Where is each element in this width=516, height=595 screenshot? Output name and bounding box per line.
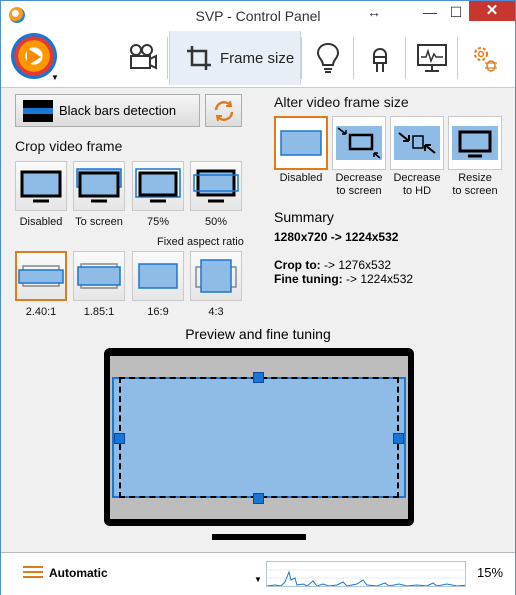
aspect-ratio-icon — [195, 259, 237, 293]
tab-frame-size[interactable]: Frame size — [169, 31, 301, 85]
ratio-4-3[interactable] — [190, 251, 242, 301]
ratio-label: 2.40:1 — [25, 306, 57, 318]
chevron-down-icon[interactable]: ▼ — [51, 73, 59, 82]
ratio-16-9[interactable] — [132, 251, 184, 301]
close-button[interactable]: ✕ — [469, 1, 515, 21]
alter-decrease-to-screen[interactable] — [332, 116, 386, 170]
refresh-button[interactable] — [205, 94, 242, 127]
fine-tuning-value: -> 1224x532 — [346, 272, 414, 286]
crop-mode-label: To screen — [75, 216, 123, 228]
refresh-icon — [214, 100, 233, 121]
cpu-percent: 15% — [477, 565, 504, 580]
summary-heading: Summary — [274, 209, 334, 225]
aspect-ratio-icon — [18, 265, 64, 287]
monitor-graph-icon[interactable] — [407, 31, 457, 85]
crop-to-value: -> 1276x532 — [324, 258, 392, 272]
ratio-label: 4:3 — [208, 306, 224, 318]
top-handle[interactable] — [253, 372, 264, 383]
left-handle[interactable] — [114, 433, 125, 444]
frame-icon — [280, 130, 322, 156]
status-bar: Automatic ▼ 15% — [1, 552, 515, 595]
decrease-to-screen-icon — [336, 126, 382, 160]
svp-app-icon — [9, 7, 25, 23]
connector-icon[interactable] — [355, 31, 405, 85]
crop-mode-50[interactable] — [190, 161, 242, 211]
fine-tuning-line: Fine tuning: -> 1224x532 — [274, 272, 413, 286]
monitor-stand — [212, 534, 306, 540]
monitor-icon — [76, 168, 122, 203]
fixed-aspect-heading: Fixed aspect ratio — [157, 236, 244, 248]
crop-heading: Crop video frame — [15, 138, 123, 154]
preview-heading: Preview and fine tuning — [185, 326, 331, 342]
ratio-label: 1.85:1 — [83, 306, 115, 318]
resize-to-screen-icon — [452, 126, 498, 160]
resize-arrows-icon[interactable]: ↔ — [367, 4, 381, 20]
alter-resize-to-screen[interactable] — [448, 116, 502, 170]
right-handle[interactable] — [393, 433, 404, 444]
crop-icon — [187, 46, 211, 70]
summary-resolution: 1280x720 -> 1224x532 — [274, 230, 399, 244]
decrease-to-hd-icon — [394, 126, 440, 160]
tab-frame-size-label: Frame size — [220, 49, 295, 67]
monitor-icon — [193, 169, 239, 203]
toolbar-separator — [353, 37, 354, 79]
toolbar-separator — [457, 37, 458, 79]
alter-option-label: Disabled — [279, 172, 323, 184]
gear-bug-icon[interactable] — [459, 31, 509, 85]
alter-decrease-to-hd[interactable] — [390, 116, 444, 170]
aspect-ratio-icon — [138, 263, 178, 289]
bottom-handle[interactable] — [253, 493, 264, 504]
crop-area[interactable] — [119, 377, 399, 498]
toolbar-separator — [405, 37, 406, 79]
title-bar: SVP - Control Panel ↔ — ☐ ✕ — [1, 1, 515, 29]
black-bars-label: Black bars detection — [59, 103, 177, 118]
cpu-graph — [266, 561, 466, 587]
minimize-button[interactable]: — — [423, 4, 437, 20]
menu-icon[interactable] — [23, 565, 43, 581]
monitor-icon — [135, 168, 181, 203]
window-title: SVP - Control Panel — [195, 8, 321, 24]
aspect-ratio-icon — [77, 263, 121, 289]
black-bars-detection-button[interactable]: Black bars detection — [15, 94, 200, 127]
play-triangle-icon — [27, 48, 41, 66]
toolbar-separator — [167, 37, 168, 79]
profile-label[interactable]: Automatic — [49, 566, 108, 580]
maximize-button[interactable]: ☐ — [449, 4, 463, 20]
crop-mode-label: 50% — [204, 216, 228, 228]
crop-mode-disabled[interactable] — [15, 161, 67, 211]
crop-to-label: Crop to: — [274, 258, 321, 272]
crop-mode-label: Disabled — [19, 216, 63, 228]
chevron-down-icon[interactable]: ▼ — [254, 575, 262, 584]
ratio-label: 16:9 — [147, 306, 169, 318]
fine-tuning-label: Fine tuning: — [274, 272, 343, 286]
lightbulb-icon[interactable] — [303, 31, 353, 85]
crop-mode-75[interactable] — [132, 161, 184, 211]
toolbar-separator — [301, 37, 302, 79]
black-bars-icon — [23, 99, 53, 122]
alter-heading: Alter video frame size — [274, 94, 409, 110]
ratio-1-85[interactable] — [73, 251, 125, 301]
monitor-icon — [20, 170, 62, 203]
ratio-2-40[interactable] — [15, 251, 67, 301]
crop-mode-to-screen[interactable] — [73, 161, 125, 211]
alter-disabled[interactable] — [274, 116, 328, 170]
crop-mode-label: 75% — [146, 216, 170, 228]
crop-to-line: Crop to: -> 1276x532 — [274, 258, 391, 272]
video-camera-icon[interactable] — [117, 31, 167, 85]
main-toolbar: ▼ Frame size — [1, 29, 515, 88]
